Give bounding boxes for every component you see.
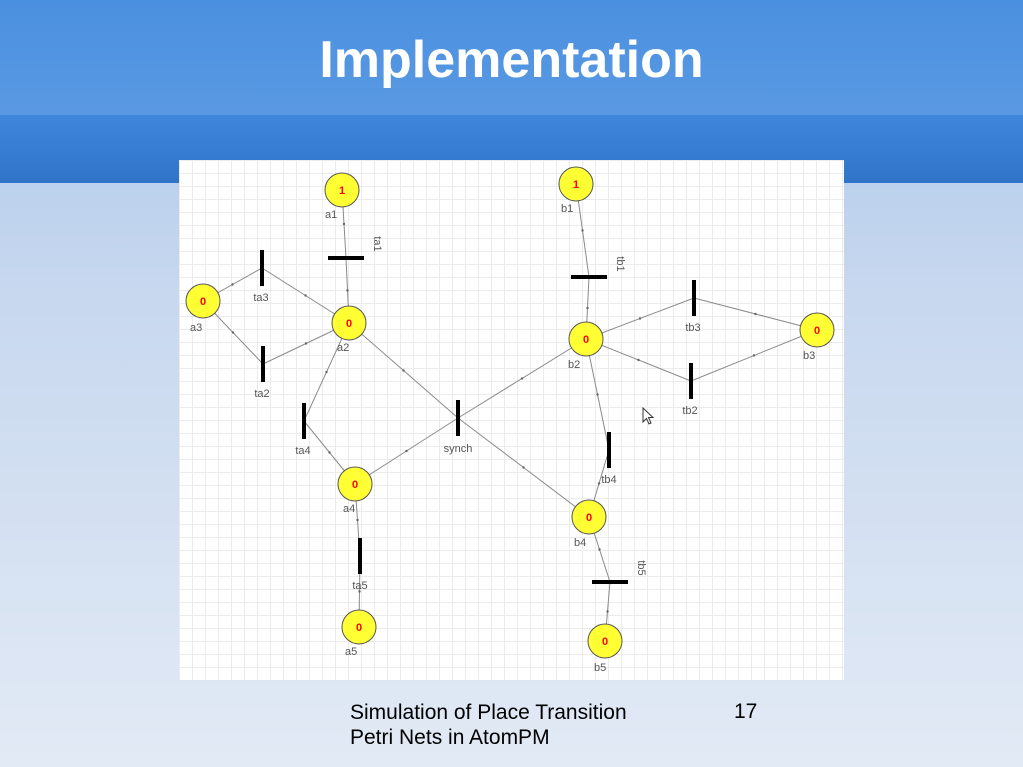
transition-label-ta1: ta1 — [371, 236, 383, 251]
token-count-b5: 0 — [602, 636, 608, 648]
arc-marker — [586, 306, 589, 310]
place-a2[interactable] — [331, 305, 367, 341]
transition-label-tb2: tb2 — [682, 405, 697, 417]
token-count-a2: 0 — [346, 318, 352, 330]
transition-label-synch: synch — [444, 443, 473, 455]
place-b5[interactable] — [587, 623, 623, 659]
arc-marker — [346, 289, 349, 292]
transition-label-tb4: tb4 — [601, 474, 616, 486]
arc-marker — [581, 229, 584, 232]
footer-line-1: Simulation of Place Transition — [350, 701, 627, 724]
transition-label-ta3: ta3 — [253, 292, 268, 304]
slide-header — [0, 0, 1023, 115]
arc-marker — [402, 369, 405, 372]
place-a4[interactable] — [337, 466, 373, 502]
place-a1[interactable] — [324, 172, 360, 208]
arc-marker — [358, 590, 361, 593]
token-count-a5: 0 — [356, 622, 362, 634]
arc-marker — [522, 466, 525, 469]
arc-marker — [356, 518, 359, 522]
slide-title: Implementation — [319, 31, 704, 89]
transition-ta3[interactable] — [260, 250, 264, 286]
token-count-b2: 0 — [583, 334, 589, 346]
arc-marker — [231, 283, 234, 286]
arc-marker — [598, 548, 601, 551]
place-label-a4: a4 — [343, 503, 355, 515]
transition-ta1[interactable] — [328, 256, 364, 260]
place-label-a2: a2 — [337, 342, 349, 354]
token-count-a1: 1 — [339, 185, 345, 197]
place-label-a1: a1 — [325, 209, 337, 221]
arc-marker — [405, 449, 408, 453]
arc-marker — [304, 294, 307, 297]
arc-marker — [638, 317, 642, 320]
place-label-b1: b1 — [561, 203, 573, 215]
transition-ta4[interactable] — [302, 403, 306, 439]
place-label-b3: b3 — [803, 350, 815, 362]
token-count-a4: 0 — [352, 479, 358, 491]
page-number: 17 — [734, 700, 758, 723]
place-label-a3: a3 — [190, 322, 202, 334]
arc-marker — [325, 370, 328, 374]
transition-synch[interactable] — [456, 400, 460, 436]
token-count-b3: 0 — [814, 325, 820, 337]
place-b4[interactable] — [571, 499, 607, 535]
transition-tb2[interactable] — [689, 363, 693, 399]
transition-tb4[interactable] — [607, 432, 611, 468]
transition-ta5[interactable] — [358, 538, 362, 574]
place-label-b2: b2 — [568, 359, 580, 371]
place-a3[interactable] — [185, 283, 221, 319]
arc-marker — [328, 451, 331, 454]
place-label-b4: b4 — [574, 537, 586, 549]
arc-marker — [606, 610, 609, 613]
place-b2[interactable] — [568, 321, 604, 357]
place-a5[interactable] — [341, 609, 377, 645]
transition-label-ta4: ta4 — [295, 445, 310, 457]
arc-marker — [520, 377, 524, 380]
transition-label-tb3: tb3 — [685, 322, 700, 334]
transition-label-ta5: ta5 — [352, 580, 367, 592]
transition-tb5[interactable] — [592, 580, 628, 584]
place-label-b5: b5 — [594, 662, 606, 674]
arc-marker — [342, 222, 346, 226]
place-label-a5: a5 — [345, 646, 357, 658]
arc-marker — [304, 342, 308, 345]
transition-tb3[interactable] — [692, 280, 696, 316]
arc-marker — [637, 358, 640, 362]
token-count-b1: 1 — [573, 179, 579, 191]
mouse-cursor-icon — [642, 407, 655, 425]
token-count-a3: 0 — [200, 296, 206, 308]
footer-line-2: Petri Nets in AtomPM — [350, 726, 550, 749]
place-b1[interactable] — [558, 166, 594, 202]
arc-marker — [597, 482, 601, 485]
transition-label-tb5: tb5 — [635, 560, 647, 575]
slide-footer: Simulation of Place Transition Petri Net… — [350, 700, 670, 750]
place-b3[interactable] — [799, 312, 835, 348]
arc-marker — [752, 354, 756, 357]
arc-marker — [596, 393, 599, 396]
transition-label-ta2: ta2 — [254, 388, 269, 400]
transition-tb1[interactable] — [571, 275, 607, 279]
arc-marker — [754, 312, 757, 316]
petri-net-diagram: ta1ta2ta3ta4ta5synchtb1tb2tb3tb4tb51a10a… — [185, 166, 835, 674]
arc-marker — [231, 331, 235, 334]
transition-label-tb1: tb1 — [614, 256, 626, 271]
token-count-b4: 0 — [586, 512, 592, 524]
transition-ta2[interactable] — [261, 346, 265, 382]
